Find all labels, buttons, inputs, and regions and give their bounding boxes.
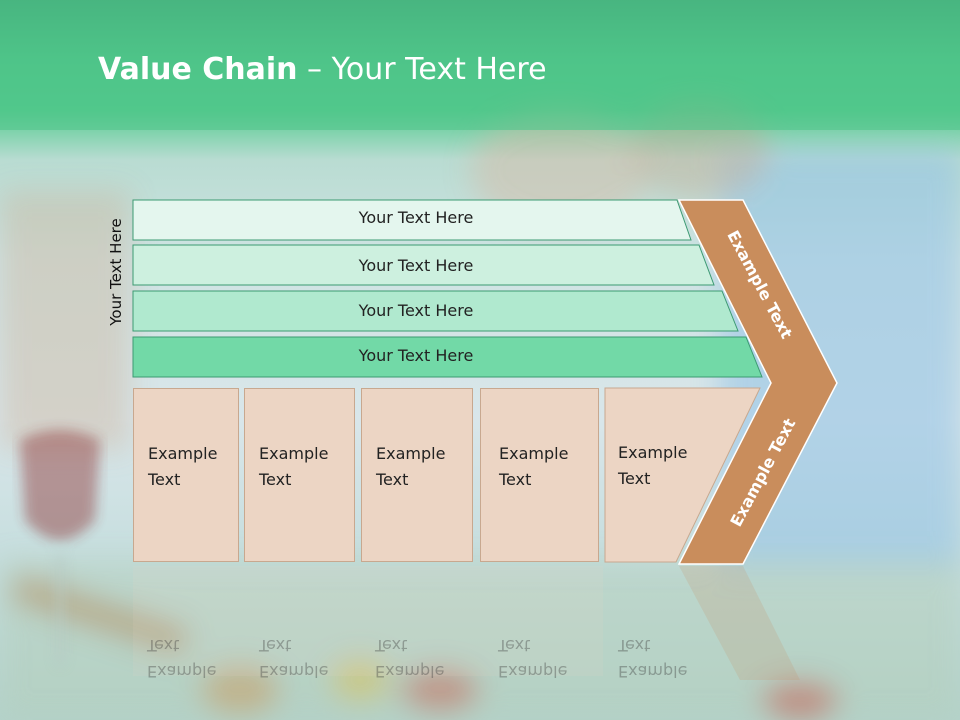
primary-box-5-line1: Example (618, 443, 688, 462)
primary-box-3-line2: Text (376, 470, 409, 489)
support-bar-3 (132, 290, 739, 332)
primary-box-4-line2: Text (499, 470, 532, 489)
title-bold: Value Chain (98, 52, 298, 87)
support-bar-4 (132, 336, 763, 378)
title-rest: – Your Text Here (297, 52, 547, 87)
support-bar-1 (132, 199, 692, 241)
support-bar-1-label: Your Text Here (358, 208, 474, 227)
support-bar-3-label: Your Text Here (358, 301, 474, 320)
primary-box-3-line1: Example (376, 444, 446, 463)
support-bar-4-label: Your Text Here (358, 346, 474, 365)
page-title: Value Chain – Your Text Here (98, 52, 547, 87)
primary-box-1-line1: Example (148, 444, 218, 463)
primary-box-5-shape (604, 387, 761, 563)
primary-box-2-line2: Text (259, 470, 292, 489)
support-bar-2-label: Your Text Here (358, 256, 474, 275)
primary-box-2-line1: Example (259, 444, 329, 463)
margin-arrow (677, 199, 838, 565)
primary-box-5-line2: Text (618, 469, 651, 488)
primary-box-1-line2: Text (148, 470, 181, 489)
support-bar-2 (132, 244, 715, 286)
margin-arrow-reflection (679, 566, 800, 680)
primary-box-4-line1: Example (499, 444, 569, 463)
boxes-reflection (133, 566, 603, 676)
